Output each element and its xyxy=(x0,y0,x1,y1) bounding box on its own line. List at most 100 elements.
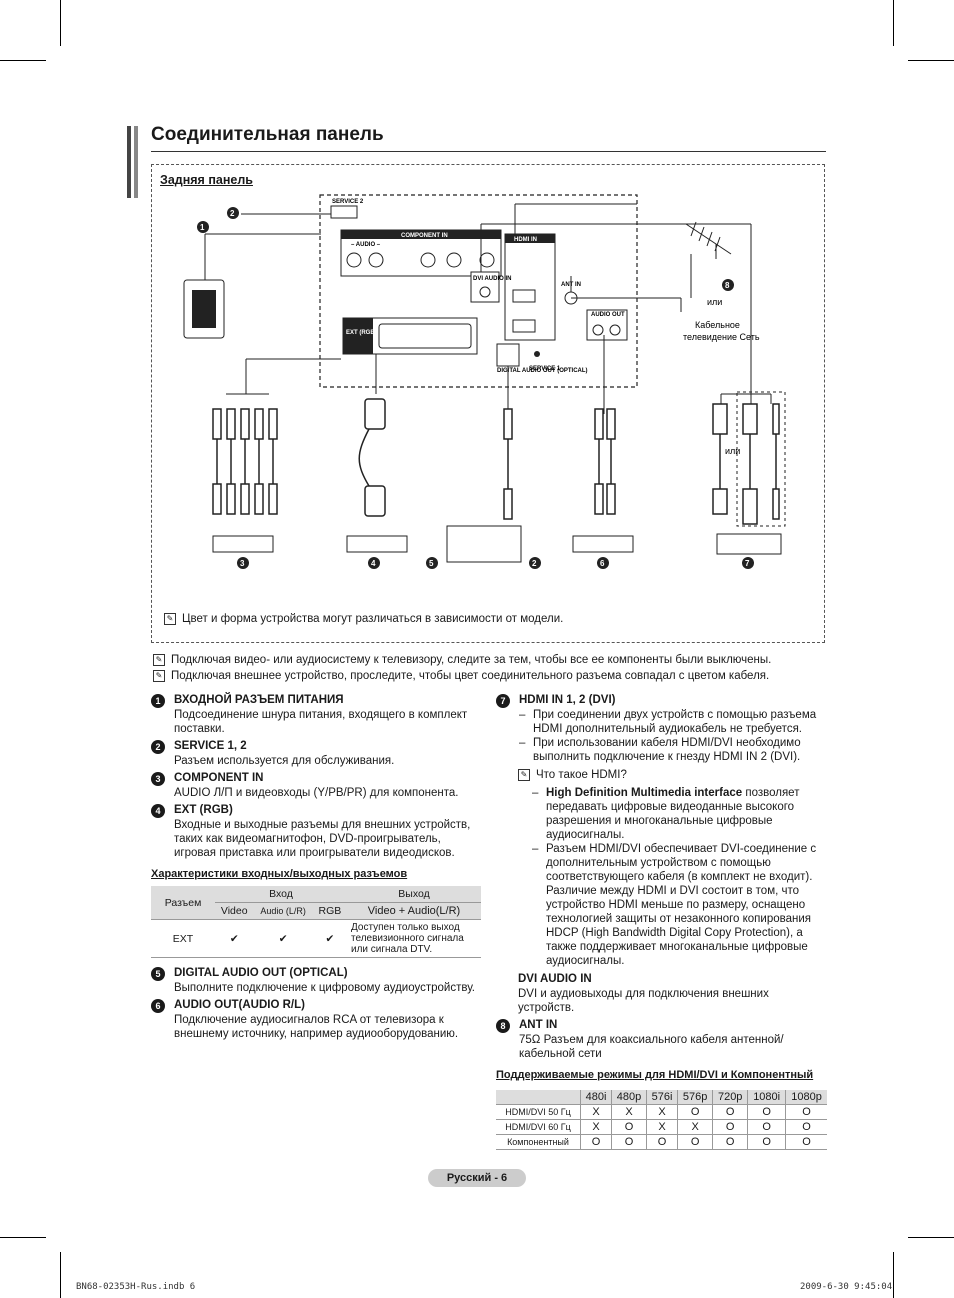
title-accent xyxy=(127,126,131,198)
dvi-plug xyxy=(742,488,758,525)
hdmi-header-bar xyxy=(505,234,555,243)
imprint-left: BN68-02353H-Rus.indb 6 xyxy=(76,1282,196,1292)
rca-plug xyxy=(594,408,604,440)
scart-plug xyxy=(364,398,386,430)
table-cell: O xyxy=(677,1104,714,1120)
rca-plug xyxy=(240,483,250,515)
page-title: Соединительная панель xyxy=(151,124,384,145)
item-component: 3 COMPONENT IN AUDIO Л/П и видеовходы (Y… xyxy=(151,771,481,800)
item-heading: DIGITAL AUDIO OUT (OPTICAL) xyxy=(174,967,348,979)
hdmi-question: ✎ Что такое HDMI? xyxy=(518,768,828,782)
rca-plug xyxy=(594,483,604,515)
table-header: Video xyxy=(215,902,254,920)
scart-connector xyxy=(378,323,472,349)
row-label: Компонентный xyxy=(496,1134,581,1150)
diagram-frame xyxy=(151,164,825,643)
audio-label: – AUDIO – xyxy=(351,242,381,248)
ext-rgb-label: EXT (RGB) xyxy=(346,330,377,336)
rca-jack xyxy=(446,252,462,268)
rca-jack xyxy=(420,252,436,268)
table-cell: O xyxy=(747,1104,787,1120)
note-line: ✎ Подключая видео- или аудиосистему к тел… xyxy=(153,652,828,668)
rca-plug xyxy=(254,483,264,515)
io-table-caption: Характеристики входных/выходных разъемов xyxy=(151,868,408,880)
table-header: 480i xyxy=(580,1090,612,1105)
marker-1: 1 xyxy=(200,223,205,232)
table-header: Video + Audio(L/R) xyxy=(347,902,481,920)
item-text: 75Ω Разъем для коаксиального кабеля анте… xyxy=(519,1034,784,1060)
table-cell: O xyxy=(747,1134,787,1150)
crop-mark xyxy=(0,1237,46,1238)
crop-mark xyxy=(893,1252,894,1298)
hdmi-plug xyxy=(712,403,728,435)
table-cell: O xyxy=(747,1119,787,1135)
table-header: 480p xyxy=(611,1090,648,1105)
optical-plug xyxy=(503,408,513,440)
component-in-label: COMPONENT IN xyxy=(401,233,448,239)
item-heading: ВХОДНОЙ РАЗЪЕМ ПИТАНИЯ xyxy=(174,694,344,706)
crop-mark xyxy=(60,1252,61,1298)
right-column: 7 HDMI IN 1, 2 (DVI) При соединении двух… xyxy=(496,693,828,1150)
hdmi-term: High Definition Multimedia interface xyxy=(546,787,743,799)
imprint-right: 2009-6-30 9:45:04 xyxy=(800,1282,893,1292)
crop-mark xyxy=(908,60,954,61)
item-text: Выполните подключение к цифровому аудиоу… xyxy=(174,982,475,994)
table-row: Разъем Вход Выход xyxy=(151,886,481,920)
table-cell: EXT xyxy=(151,919,215,958)
table-cell: O xyxy=(785,1134,827,1150)
item-ext: 4 EXT (RGB) Входные и выходные разъемы д… xyxy=(151,803,481,860)
section-title: Задняя панель xyxy=(160,173,253,187)
marker-5: 5 xyxy=(429,559,434,568)
item-heading: HDMI IN 1, 2 (DVI) xyxy=(519,694,616,706)
item-power: 1 ВХОДНОЙ РАЗЪЕМ ПИТАНИЯ Подсоединение ш… xyxy=(151,693,481,736)
row-label: HDMI/DVI 50 Гц xyxy=(496,1104,581,1120)
dvi-option-outline xyxy=(736,391,786,527)
frame-note: ✎Цвет и форма устройства могут различать… xyxy=(164,613,563,625)
table-cell: X xyxy=(646,1104,679,1120)
note-text: Подключая внешнее устройство, проследите… xyxy=(171,670,770,682)
hdmi-question-text: Что такое HDMI? xyxy=(536,769,627,781)
table-header: Разъем xyxy=(151,886,215,920)
note-text: Подключая видео- или аудиосистему к теле… xyxy=(171,654,772,666)
optical-label: DIGITAL AUDIO OUT (OPTICAL) xyxy=(497,368,588,374)
hdmi-explanations: High Definition Multimedia interface поз… xyxy=(518,786,828,968)
item-heading: AUDIO OUT(AUDIO R/L) xyxy=(174,999,305,1011)
item-bullet: При использовании кабеля HDMI/DVI необхо… xyxy=(519,736,828,764)
back-panel-outline xyxy=(319,194,638,388)
marker-6: 6 xyxy=(600,559,605,568)
or-label: или xyxy=(707,297,722,307)
hdmi-note: ✎ Что такое HDMI? High Definition Multime… xyxy=(496,768,828,968)
item-heading: COMPONENT IN xyxy=(174,772,264,784)
dvd-device xyxy=(346,535,408,553)
note-icon: ✎ xyxy=(153,653,165,666)
io-table: Разъем Вход Выход Video Audio (L/R) RGB … xyxy=(151,886,481,958)
crop-mark xyxy=(893,0,894,46)
check-icon: ✔ xyxy=(312,919,347,958)
hdmi-term-text: позволяет передавать цифровые видеоданны… xyxy=(546,787,800,841)
table-header: 720p xyxy=(712,1090,749,1105)
table-header: Вход xyxy=(215,886,347,903)
cable-plugs xyxy=(212,398,780,525)
service1-port xyxy=(534,351,540,357)
item-text: Входные и выходные разъемы для внешних у… xyxy=(174,819,471,859)
audio-out-block xyxy=(586,309,628,341)
power-socket-inner xyxy=(192,290,216,328)
general-notes: ✎ Подключая видео- или аудиосистему к тел… xyxy=(153,652,828,684)
note-icon: ✎ xyxy=(518,768,530,781)
service2-label: SERVICE 2 xyxy=(332,199,364,205)
dvi-audio-in-label: DVI AUDIO IN xyxy=(473,276,511,282)
audio-device xyxy=(572,535,634,553)
hdmi-plug xyxy=(712,488,728,515)
dvi-audio-jack xyxy=(479,286,491,298)
component-header-bar xyxy=(341,230,501,239)
modes-table-caption: Поддерживаемые режимы для HDMI/DVI и Ком… xyxy=(496,1069,814,1081)
item-number: 4 xyxy=(151,804,165,818)
item-number: 7 xyxy=(496,694,510,708)
table-cell: O xyxy=(580,1134,612,1150)
item-heading: EXT (RGB) xyxy=(174,804,233,816)
ext-label-bg xyxy=(343,318,373,354)
scart-plug xyxy=(364,485,386,517)
vcr-device xyxy=(212,535,274,553)
